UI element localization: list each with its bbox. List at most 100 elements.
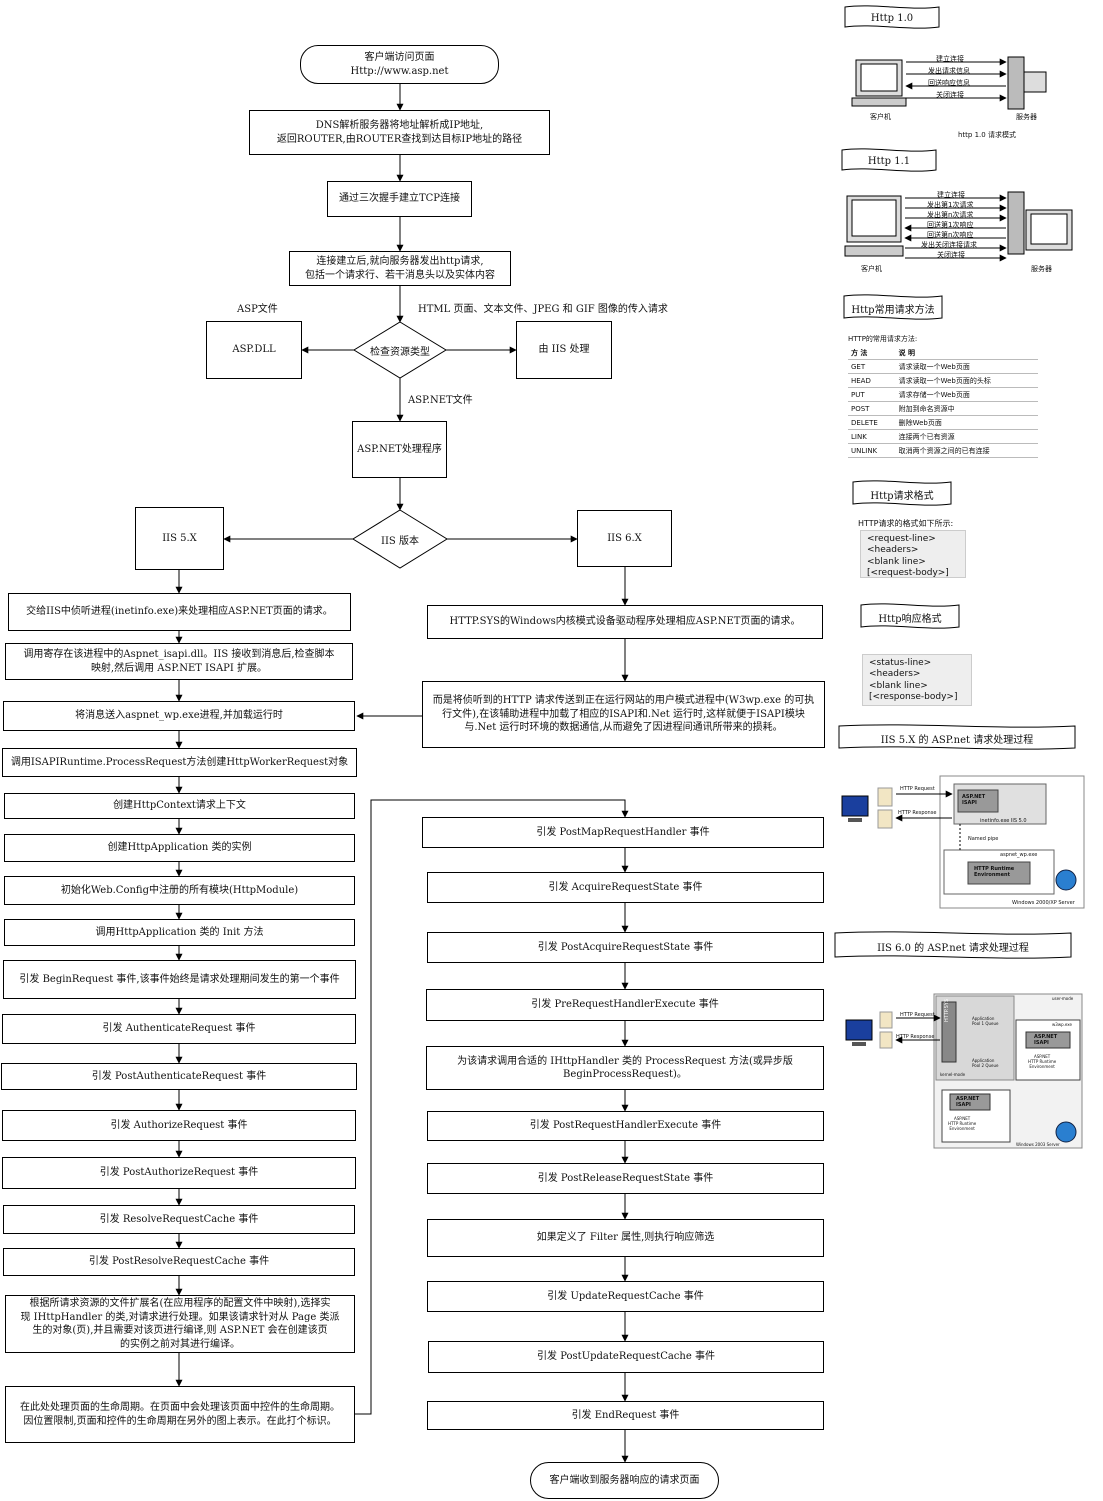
response-format-code: <status-line> <headers> <blank line> [<r…: [862, 654, 972, 706]
iis5-runtime: HTTP Runtime Environment: [974, 866, 1015, 878]
left-step-1: 交给IIS中侦听进程(inetinfo.exe)来处理相应ASP.NET页面的请…: [8, 593, 351, 631]
methods-header-method: 方 法: [848, 346, 896, 360]
http10-diagram: 建立连接 发出请求信息 回送响应信息 关闭连接 客户机 服务器 http 1.0…: [848, 52, 1048, 140]
iis5-isapi: ASP.NET ISAPI: [962, 794, 986, 806]
html-request-label: HTML 页面、文本文件、JPEG 和 GIF 图像的传入请求: [418, 304, 668, 315]
right-step-11: 引发 UpdateRequestCache 事件: [427, 1281, 824, 1312]
response-format-title-text: Http响应格式: [878, 613, 942, 625]
iis6-httpsys: HTTP.SYS: [944, 998, 950, 1022]
http10-caption: http 1.0 请求模式: [958, 131, 1016, 139]
iis5-box: IIS 5.X: [135, 507, 224, 570]
http11-msg: 发出第1次请求: [927, 201, 974, 209]
right-step-7: 为该请求调用合适的 IHttpHandler 类的 ProcessRequest…: [426, 1046, 824, 1090]
iis6-w3wp: w3wp.exe: [1052, 1022, 1072, 1027]
right-step-10: 如果定义了 Filter 属性,则执行响应筛选: [427, 1219, 824, 1257]
iis6-user: user-mode: [1052, 996, 1074, 1001]
http10-title-text: Http 1.0: [870, 12, 914, 24]
aspnet-handler-box: ASP.NET处理程序: [352, 421, 447, 478]
iis6-http-request: HTTP Request: [900, 1012, 935, 1018]
http11-diagram: 建立连接 发出第1次请求 发出第n次请求 回送第1次响应 回送第n次响应 发出关…: [843, 188, 1073, 274]
left-step-2: 调用寄存在该进程中的Aspnet_isapi.dll。IIS 接收到消息后,检查…: [5, 643, 353, 680]
right-step-12: 引发 PostUpdateRequestCache 事件: [428, 1341, 824, 1373]
iis5-process-title-text: IIS 5.X 的 ASP.net 请求处理过程: [880, 734, 1034, 746]
server-label: 服务器: [1031, 265, 1052, 273]
client-label: 客户机: [870, 113, 891, 121]
http10-msg: 回送响应信息: [928, 79, 970, 87]
http10-msg: 关闭连接: [936, 91, 964, 99]
right-step-4: 引发 AcquireRequestState 事件: [427, 872, 824, 903]
left-step-9: 引发 BeginRequest 事件,该事件始终是请求处理期间发生的第一个事件: [3, 960, 356, 999]
dns-step: DNS解析服务器将地址解析成IP地址, 返回ROUTER,由ROUTER查找到达…: [249, 110, 550, 155]
http10-msg: 建立连接: [936, 55, 964, 63]
response-format-title: Http响应格式: [860, 603, 960, 631]
iis5-diagram: HTTP Request HTTP Response ASP.NET ISAPI…: [840, 774, 1086, 910]
right-step-13: 引发 EndRequest 事件: [427, 1401, 824, 1430]
left-step-5: 创建HttpContext请求上下文: [4, 793, 355, 819]
iis6-process-title-text: IIS 6.0 的 ASP.net 请求处理过程: [877, 942, 1029, 954]
iis6-kernel: kernel-mode: [940, 1072, 966, 1077]
request-format-code: <request-line> <headers> <blank line> [<…: [860, 530, 966, 578]
http11-msg: 发出关闭连接请求: [921, 241, 977, 249]
right-step-5: 引发 PostAcquireRequestState 事件: [427, 932, 824, 963]
iis6-runtime: ASP.NET HTTP Runtime Environment: [1028, 1054, 1057, 1069]
right-step-1: HTTP.SYS的Windows内核模式设备驱动程序处理相应ASP.NET页面的…: [427, 605, 823, 639]
request-format-caption: HTTP请求的格式如下所示:: [858, 519, 954, 528]
http11-msg: 建立连接: [937, 191, 965, 199]
iis6-http-response: HTTP Response: [896, 1034, 935, 1040]
right-step-9: 引发 PostReleaseRequestState 事件: [427, 1163, 824, 1194]
left-step-10: 引发 AuthenticateRequest 事件: [2, 1014, 356, 1044]
left-step-14: 引发 ResolveRequestCache 事件: [3, 1205, 355, 1234]
iis-version-label: IIS 版本: [381, 535, 419, 547]
asp-file-label: ASP文件: [237, 304, 278, 315]
iis6-pool2: Application Pool 2 Queue: [972, 1058, 999, 1068]
left-step-6: 创建HttpApplication 类的实例: [4, 834, 355, 862]
iis6-isapi: ASP.NET ISAPI: [1034, 1034, 1058, 1046]
iis6-isapi-lower: ASP.NET ISAPI: [956, 1096, 980, 1108]
left-step-12: 引发 AuthorizeRequest 事件: [2, 1110, 356, 1141]
left-step-4: 调用ISAPIRuntime.ProcessRequest方法创建HttpWor…: [2, 748, 357, 777]
iis6-runtime-lower: ASP.NET HTTP Runtime Environment: [948, 1116, 977, 1131]
left-step-11: 引发 PostAuthenticateRequest 事件: [1, 1063, 357, 1090]
iis5-process-title: IIS 5.X 的 ASP.net 请求处理过程: [838, 724, 1076, 752]
methods-caption: HTTP的常用请求方法:: [848, 335, 918, 343]
right-step-3: 引发 PostMapRequestHandler 事件: [422, 817, 824, 848]
iis6-box: IIS 6.X: [577, 510, 672, 567]
iis6-process-title: IIS 6.0 的 ASP.net 请求处理过程: [834, 931, 1072, 961]
http10-title: Http 1.0: [844, 5, 940, 31]
left-step-16: 根据所请求资源的文件扩展名(在应用程序的配置文件中映射),选择实 现 IHttp…: [5, 1295, 355, 1353]
start-node: 客户端访问页面 Http://www.asp.net: [300, 45, 499, 84]
left-step-8: 调用HttpApplication 类的 Init 方法: [4, 919, 355, 946]
left-step-17: 在此处处理页面的生命周期。在页面中会处理该页面中控件的生命周期。 因位置限制,页…: [5, 1386, 355, 1443]
right-step-6: 引发 PreRequestHandlerExecute 事件: [426, 989, 824, 1021]
left-step-13: 引发 PostAuthorizeRequest 事件: [2, 1157, 356, 1189]
iis5-http-request: HTTP Request: [900, 786, 935, 792]
iis6-diagram: HTTP Request HTTP Response HTTP.SYS Appl…: [844, 992, 1084, 1150]
iis5-named-pipe: Named pipe: [968, 836, 999, 842]
tcp-step: 通过三次握手建立TCP连接: [327, 181, 472, 217]
asp-dll-box: ASP.DLL: [206, 321, 302, 379]
iis5-http-response: HTTP Response: [898, 810, 937, 816]
check-resource-diamond: [353, 321, 447, 379]
end-node: 客户端收到服务器响应的请求页面: [530, 1462, 719, 1499]
send-request-step: 连接建立后,就向服务器发出http请求, 包括一个请求行、若干消息头以及实体内容: [289, 251, 511, 286]
request-format-title: Http请求格式: [852, 480, 952, 508]
iis-version-diamond: [352, 509, 448, 569]
right-step-2: 而是将侦听到的HTTP 请求传送到正在运行网站的用户模式进程中(W3wp.exe…: [422, 681, 825, 748]
methods-title: Http常用请求方法: [843, 294, 943, 322]
client-label: 客户机: [861, 265, 882, 273]
request-format-title-text: Http请求格式: [870, 490, 934, 502]
http11-title: Http 1.1: [841, 148, 937, 174]
iis-handle-box: 由 IIS 处理: [516, 321, 612, 379]
iis5-os: Windows 2000/XP Server: [1012, 900, 1075, 906]
http11-msg: 回送第1次响应: [927, 221, 974, 229]
http11-msg: 关闭连接: [937, 251, 965, 259]
http11-msg: 发出第n次请求: [927, 211, 974, 219]
